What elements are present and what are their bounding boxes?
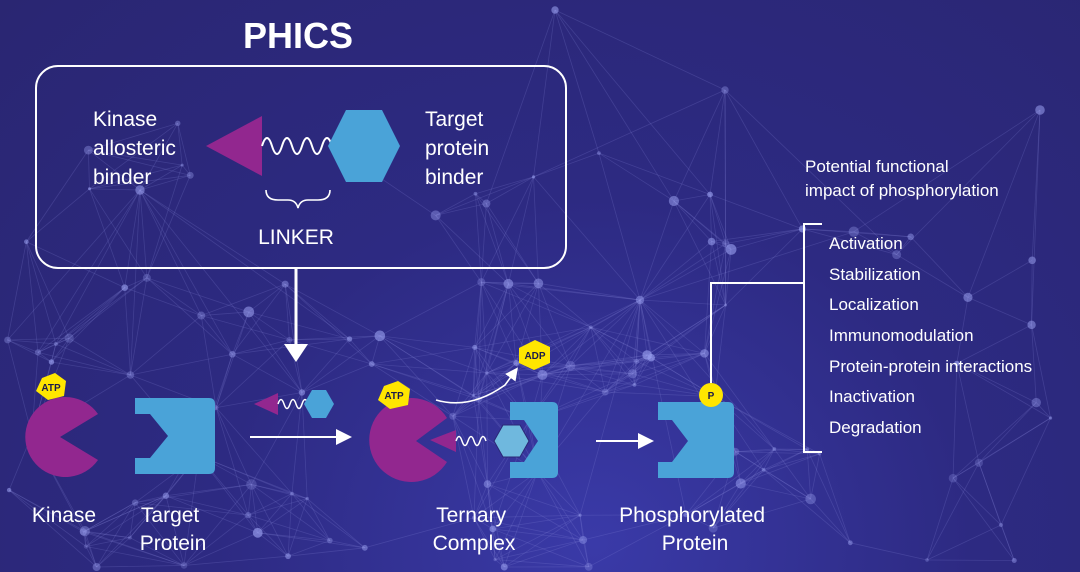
atp-badge-1-text: ATP <box>41 383 61 394</box>
network-nodes <box>4 6 1053 572</box>
target-binder-label: Target protein binder <box>425 108 495 189</box>
target-binder-hexagon <box>328 110 400 182</box>
small-linker-wave <box>277 398 309 410</box>
impact-item: Immunomodulation <box>829 326 974 345</box>
ternary-kinase-shape <box>369 398 447 483</box>
impact-item: Activation <box>829 234 903 253</box>
adp-release-arrow <box>435 367 518 404</box>
impact-item: Protein-protein interactions <box>829 357 1032 376</box>
linker-wave <box>261 137 333 155</box>
ternary-target-binder <box>493 424 530 458</box>
kinase-binder-triangle <box>206 116 262 176</box>
phosphorylated-protein-label: Phosphorylated Protein <box>619 504 771 555</box>
impact-item: Localization <box>829 295 919 314</box>
adp-badge-text: ADP <box>524 351 545 362</box>
impact-item: Degradation <box>829 418 922 437</box>
ternary-complex-label: Ternary Complex <box>433 504 516 555</box>
atp-badge-1 <box>36 373 66 400</box>
phospho-badge <box>699 383 723 407</box>
small-target-binder <box>304 390 334 418</box>
impact-heading: Potential functional impact of phosphory… <box>805 157 999 200</box>
down-arrow-head <box>284 344 308 362</box>
linker-label: LINKER <box>258 226 334 249</box>
kinase-label: Kinase <box>32 504 96 527</box>
linker-brace <box>265 189 331 209</box>
adp-badge <box>519 340 550 370</box>
impact-bracket <box>803 223 822 453</box>
target-protein-shape <box>135 398 215 474</box>
phospho-badge-text: P <box>708 391 715 402</box>
ternary-target-protein <box>510 402 558 478</box>
small-kinase-binder <box>254 393 278 415</box>
phosphorylated-protein-shape <box>658 402 734 478</box>
ternary-linker-wave <box>455 435 487 447</box>
impact-item: Inactivation <box>829 387 915 406</box>
atp-badge-2-text: ATP <box>384 391 404 402</box>
impact-connector <box>710 282 804 383</box>
atp-badge-2 <box>378 381 410 409</box>
target-protein-label: Target Protein <box>140 504 207 555</box>
page-title: PHICS <box>243 15 353 56</box>
impact-item: Stabilization <box>829 265 921 284</box>
ternary-kinase-binder <box>430 430 456 452</box>
network-links <box>7 9 1051 568</box>
phics-box <box>35 65 567 269</box>
kinase-shape <box>25 397 98 477</box>
kinase-binder-label: Kinase allosteric binder <box>93 108 182 189</box>
